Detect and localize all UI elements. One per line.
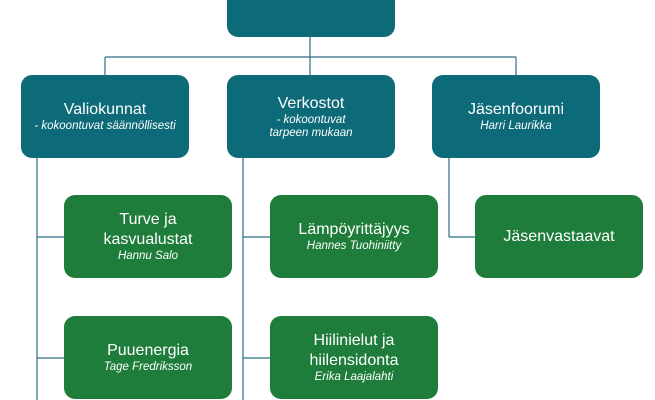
valiokunnat-subtitle: - kokoontuvat säännöllisesti xyxy=(34,120,176,132)
lampoyrittajyys-person: Hannes Tuohiniitty xyxy=(306,240,402,252)
jasenfoorumi-title: Jäsenfoorumi xyxy=(467,101,565,118)
lampoyrittajyys-title: Lämpöyrittäjyys xyxy=(298,221,410,238)
jasenfoorumi-person: Harri Laurikka xyxy=(480,120,552,132)
verkostot-box: Verkostot - kokoontuvat tarpeen mukaan xyxy=(227,75,395,158)
hiilinielut-box: Hiilinielut ja hiilensidonta Erika Laaja… xyxy=(270,316,438,399)
hiilinielut-title: Hiilinielut ja hiilensidonta xyxy=(309,332,399,369)
top-box xyxy=(227,0,395,37)
puuenergia-box: Puuenergia Tage Fredriksson xyxy=(64,316,232,399)
turve-person: Hannu Salo xyxy=(117,250,179,262)
turve-box: Turve ja kasvualustat Hannu Salo xyxy=(64,195,232,278)
puuenergia-person: Tage Fredriksson xyxy=(103,361,193,373)
jasenfoorumi-box: Jäsenfoorumi Harri Laurikka xyxy=(432,75,600,158)
lampoyrittajyys-box: Lämpöyrittäjyys Hannes Tuohiniitty xyxy=(270,195,438,278)
verkostot-subtitle: - kokoontuvat tarpeen mukaan xyxy=(269,113,353,139)
turve-title: Turve ja kasvualustat xyxy=(103,211,193,248)
hiilinielut-person: Erika Laajalahti xyxy=(314,371,394,383)
verkostot-title: Verkostot xyxy=(277,94,345,112)
valiokunnat-box: Valiokunnat - kokoontuvat säännöllisesti xyxy=(21,75,189,158)
jasenvastaavat-title: Jäsenvastaavat xyxy=(503,227,615,245)
valiokunnat-title: Valiokunnat xyxy=(63,101,147,118)
jasenvastaavat-box: Jäsenvastaavat xyxy=(475,195,643,278)
puuenergia-title: Puuenergia xyxy=(107,342,189,359)
